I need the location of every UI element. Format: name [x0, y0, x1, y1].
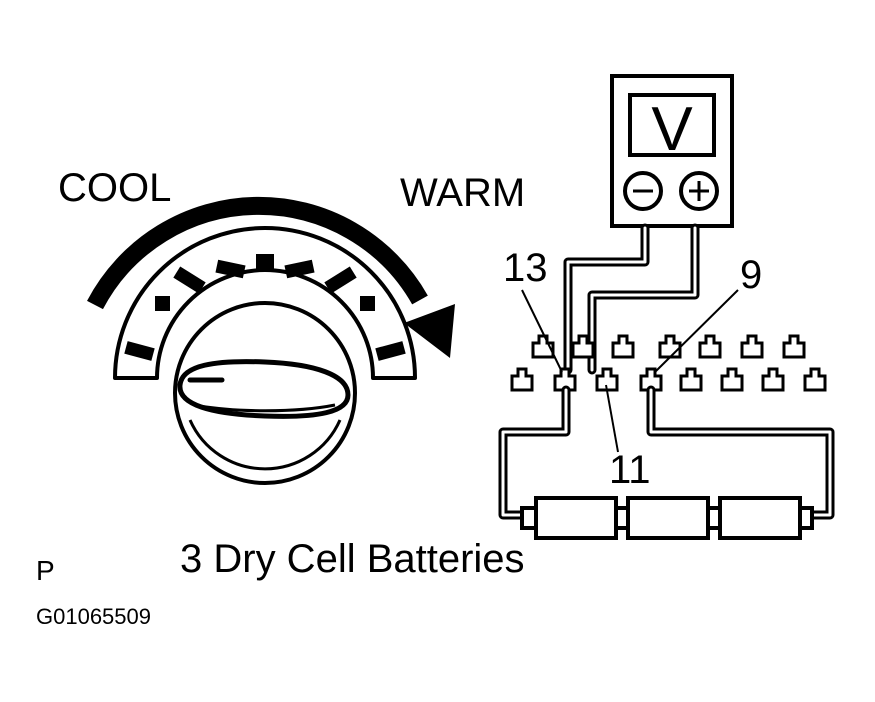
terminal-13-icon	[553, 367, 577, 392]
terminal-icon	[611, 334, 635, 359]
connector-bottom-row	[510, 367, 827, 392]
terminal-icon	[740, 334, 764, 359]
terminal-icon	[720, 367, 744, 392]
temperature-dial	[87, 196, 455, 485]
battery-terminal-1	[520, 506, 538, 530]
terminal-icon	[782, 334, 806, 359]
cool-to-warm-arrow	[87, 196, 428, 310]
dial-knob-rim	[188, 419, 342, 471]
terminal-icon	[571, 334, 595, 359]
cool-label: COOL	[58, 166, 172, 210]
dial-grip-shadow	[199, 403, 336, 413]
dial-indicator-band	[113, 226, 417, 380]
voltmeter-display	[628, 93, 716, 157]
pin-leader-lines	[521, 289, 739, 453]
connector	[510, 334, 827, 392]
terminal-9-icon	[639, 367, 663, 392]
battery-pack	[520, 496, 814, 540]
terminal-icon	[761, 367, 785, 392]
figure-code: G01065509	[36, 604, 151, 629]
voltmeter-display-text: V	[651, 95, 693, 164]
terminal-icon	[803, 367, 827, 392]
pin-13-label: 13	[503, 246, 548, 290]
voltmeter: V	[610, 74, 734, 228]
figure-tag: P	[36, 555, 55, 586]
test-leads-core	[566, 226, 697, 372]
battery-wires-core	[501, 388, 832, 517]
terminal-icon	[698, 334, 722, 359]
terminal-icon	[658, 334, 682, 359]
pin-9-label: 9	[740, 253, 763, 297]
battery-cell-2	[626, 496, 710, 540]
batteries-label: 3 Dry Cell Batteries	[180, 537, 525, 581]
terminal-icon	[510, 367, 534, 392]
battery-cell-3	[718, 496, 802, 540]
leader-9	[654, 289, 739, 373]
leader-11	[605, 384, 619, 453]
arrow-head-icon	[404, 304, 455, 358]
dial-knob-grip[interactable]	[177, 359, 351, 419]
battery-terminal-3	[798, 506, 814, 530]
battery-cell-1	[534, 496, 618, 540]
pin-11-label: 11	[609, 448, 651, 492]
leader-13	[521, 289, 563, 373]
terminal-icon	[679, 367, 703, 392]
warm-label: WARM	[400, 171, 526, 215]
connector-top-row	[531, 334, 806, 359]
terminal-11-icon	[595, 367, 619, 392]
dial-indicator-marks	[124, 254, 406, 361]
